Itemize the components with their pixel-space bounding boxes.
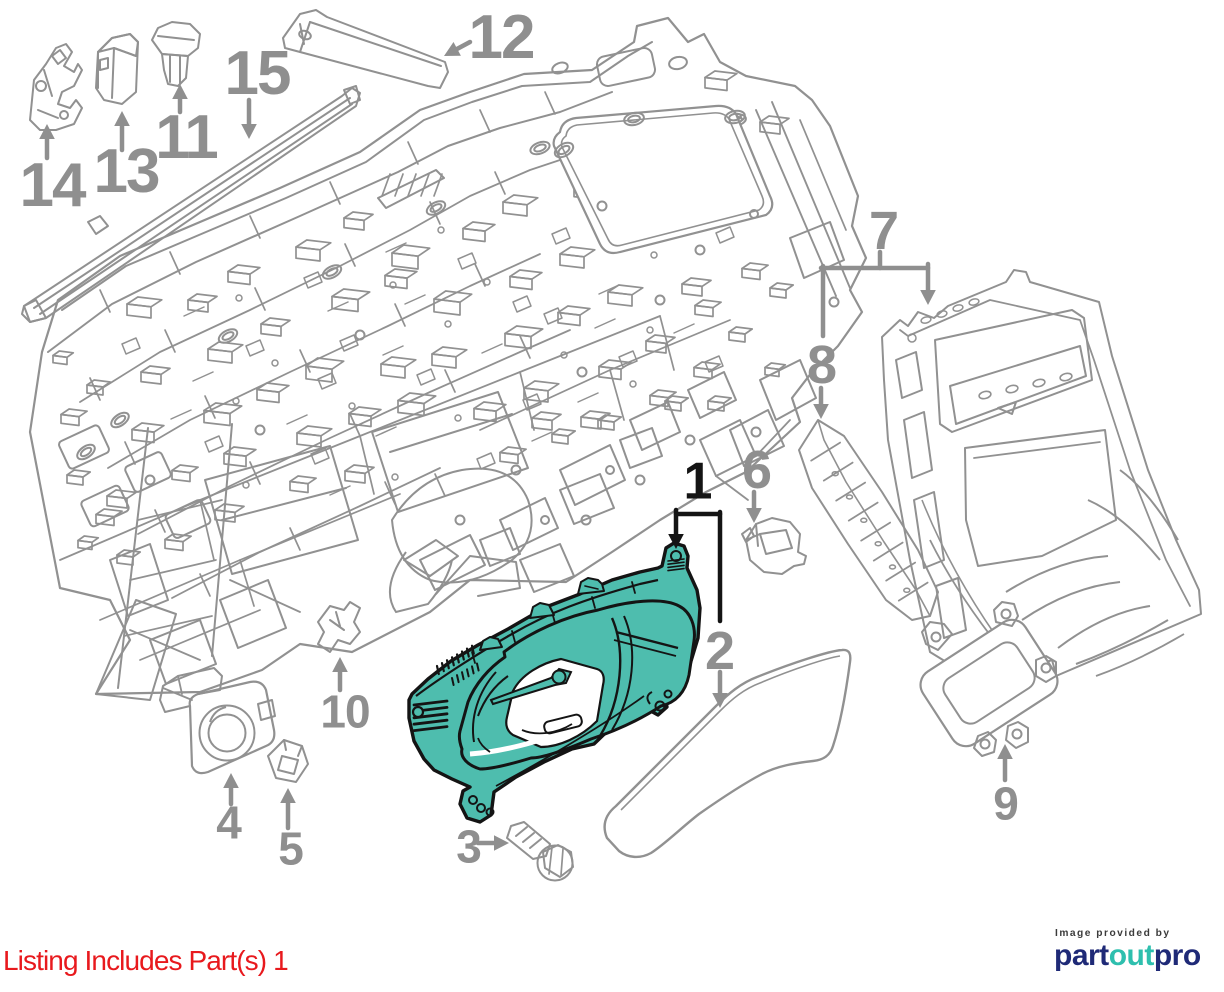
svg-text:1: 1 bbox=[684, 453, 713, 511]
svg-text:15: 15 bbox=[225, 39, 290, 108]
svg-text:2: 2 bbox=[705, 621, 735, 681]
svg-text:5: 5 bbox=[278, 822, 304, 874]
svg-text:6: 6 bbox=[742, 440, 772, 500]
svg-text:12: 12 bbox=[469, 3, 534, 72]
svg-text:10: 10 bbox=[320, 685, 369, 737]
svg-text:11: 11 bbox=[155, 103, 217, 172]
svg-text:7: 7 bbox=[869, 201, 899, 261]
svg-text:3: 3 bbox=[456, 820, 482, 872]
svg-text:13: 13 bbox=[94, 137, 159, 206]
svg-text:14: 14 bbox=[20, 151, 87, 220]
svg-text:4: 4 bbox=[216, 796, 242, 848]
svg-text:8: 8 bbox=[807, 335, 837, 395]
svg-text:9: 9 bbox=[993, 777, 1019, 829]
